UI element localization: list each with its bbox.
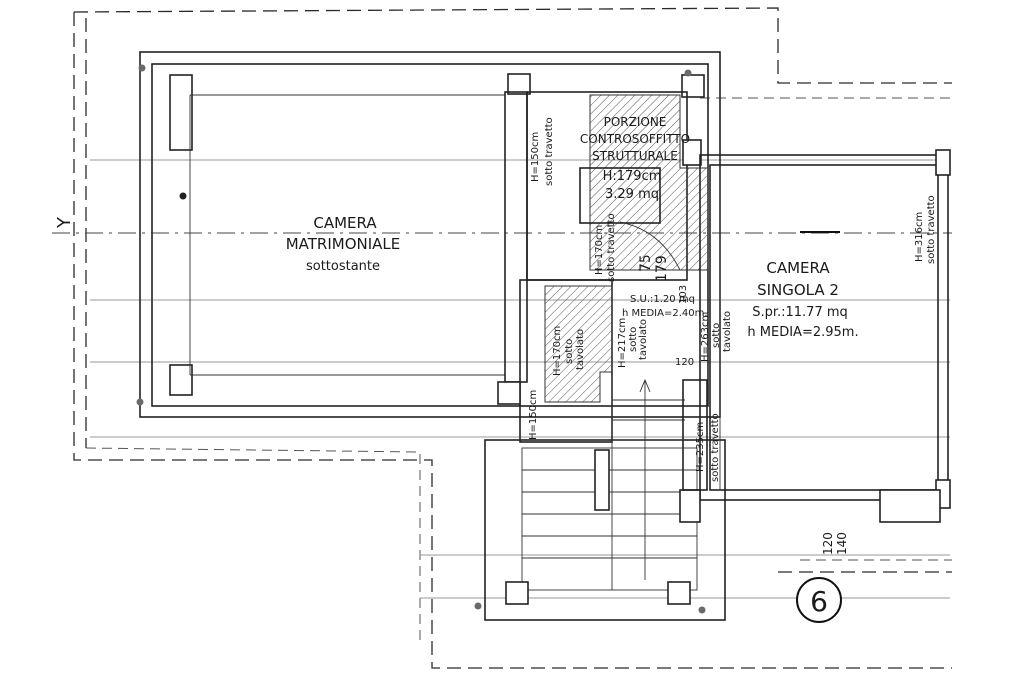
height-label-h316: H=316cm	[914, 212, 925, 262]
camera-matrimoniale-label-1: CAMERA	[313, 214, 377, 232]
camera-singola-block: CAMERA SINGOLA 2 S.pr.:11.77 mq h MEDIA=…	[679, 149, 951, 555]
disimpegno-media: h MEDIA=2.40m.	[622, 308, 708, 319]
height-label-h217: H=217cm	[617, 318, 628, 368]
porzione-label-2: CONTROSOFFITTO	[580, 132, 690, 146]
camera-singola-area: S.pr.:11.77 mq	[752, 305, 848, 320]
disimpegno-su: S.U.:1.20 mq	[630, 294, 695, 305]
porzione-height: H:179cm	[603, 169, 662, 184]
porzione-area-value: 3.29 mq	[605, 187, 659, 202]
camera-singola-label-2: SINGOLA 2	[757, 281, 839, 299]
height-label-sotto-217: sotto	[628, 327, 639, 352]
sottotavolato-area: H=170cm sotto tavolato H=150cm H=217cm s…	[497, 279, 649, 443]
dim-179: 179	[654, 255, 670, 282]
height-label-tavolato-217: tavolato	[638, 319, 649, 360]
dim-120-mid: 120	[675, 357, 694, 368]
section-axis: Y	[52, 216, 952, 234]
height-label-h170: H=170cm	[594, 225, 605, 275]
height-label-sotto-travetto-235: sotto travetto	[710, 413, 721, 482]
camera-matrimoniale-label-3: sottostante	[306, 259, 380, 274]
dim-75: 75	[638, 254, 654, 272]
floor-number-label: 6	[810, 585, 828, 618]
camera-singola-media: h MEDIA=2.95m.	[747, 325, 858, 340]
camera-matrimoniale-label-2: MATRIMONIALE	[286, 235, 401, 253]
dim-140-bottom: 140	[835, 532, 849, 555]
porzione-area: PORZIONE CONTROSOFFITTO STRUTTURALE H:17…	[504, 91, 709, 383]
height-label-sotto-travetto-316: sotto travetto	[926, 195, 937, 264]
height-label-h263: H=263cm	[700, 312, 711, 362]
height-label-tavolato-263: tavolato	[722, 311, 733, 352]
height-label-h150-top: H=150cm	[530, 132, 541, 182]
disimpegno-block: S.U.:1.20 mq h MEDIA=2.40m. 103 120	[622, 285, 708, 368]
floor-number-marker: 6	[796, 577, 842, 623]
height-label-sotto-tavolato-1b: tavolato	[575, 329, 586, 370]
height-label-sotto-travetto-1: sotto travetto	[544, 117, 555, 186]
height-label-h235: H=235cm	[695, 422, 706, 472]
camera-singola-label-1: CAMERA	[766, 259, 830, 277]
porzione-label-1: PORZIONE	[604, 115, 667, 129]
height-label-sotto-tavolato-1: sotto	[564, 339, 575, 364]
dim-120-bottom: 120	[821, 532, 835, 555]
height-label-sotto-travetto-2: sotto travetto	[606, 213, 617, 282]
height-label-h170-lower: H=170cm	[552, 326, 563, 376]
height-label-sotto-263: sotto	[711, 323, 722, 348]
section-mark-label: Y	[54, 216, 75, 229]
stairwell	[474, 375, 726, 621]
height-label-h150-bottom: H=150cm	[528, 390, 539, 440]
porzione-label-3: STRUTTURALE	[592, 149, 678, 163]
dim-103: 103	[678, 285, 689, 304]
